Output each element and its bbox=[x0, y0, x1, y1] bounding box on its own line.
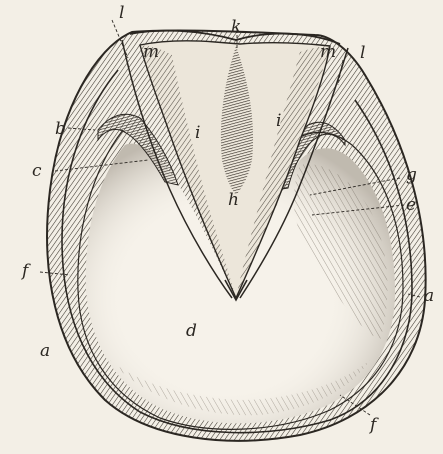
label-a-right: a bbox=[424, 286, 434, 306]
label-f-bottom: f bbox=[368, 415, 379, 435]
label-a-left: a bbox=[40, 341, 50, 361]
label-m-right: m bbox=[320, 42, 336, 62]
label-b: b bbox=[55, 119, 66, 139]
label-f-left: f bbox=[20, 261, 31, 281]
label-l-right: l bbox=[360, 43, 365, 63]
label-c: c bbox=[32, 161, 42, 181]
label-h: h bbox=[228, 190, 239, 210]
label-e: e bbox=[406, 195, 416, 215]
label-i-left: i bbox=[195, 123, 200, 143]
label-m-left: m bbox=[143, 42, 159, 62]
label-i-right: i bbox=[276, 111, 281, 131]
label-g: g bbox=[406, 165, 417, 185]
label-d: d bbox=[186, 321, 197, 341]
label-l-left: l bbox=[119, 3, 124, 23]
label-k: k bbox=[231, 17, 241, 37]
